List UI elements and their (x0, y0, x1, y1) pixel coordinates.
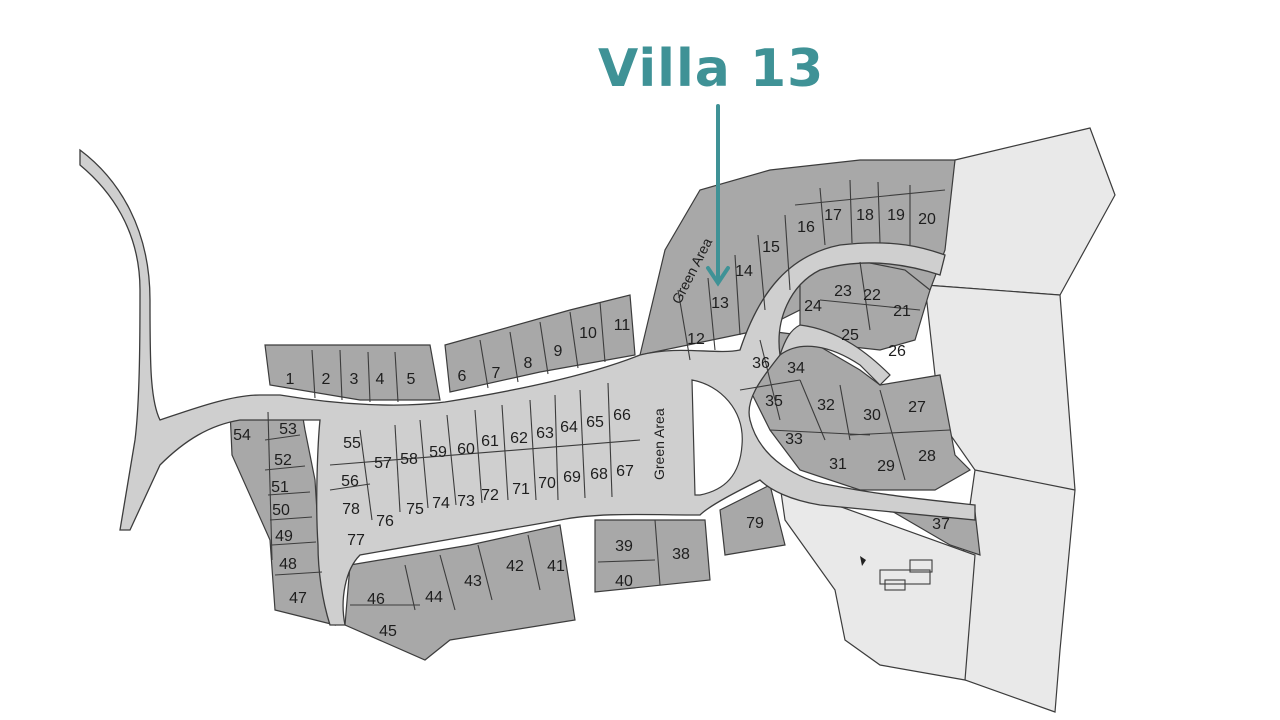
north-loop-road (778, 324, 891, 386)
main-road (79, 148, 976, 626)
plot-label-64: 64 (560, 419, 578, 436)
plot-dividers (264, 179, 951, 611)
plot-label-66: 66 (613, 407, 631, 424)
east-field (924, 127, 1116, 296)
plot-label-34: 34 (787, 360, 805, 377)
villa-building-icon (879, 559, 933, 591)
plot-label-71: 71 (512, 481, 530, 498)
plot-label-52: 52 (274, 452, 292, 469)
plot-label-5: 5 (407, 371, 416, 388)
plot-label-63: 63 (536, 425, 554, 442)
plot-label-70: 70 (538, 475, 556, 492)
plot-label-48: 48 (279, 556, 297, 573)
plot-label-16: 16 (797, 219, 815, 236)
plot-label-38: 38 (672, 546, 690, 563)
callout-arrow-icon (706, 104, 730, 287)
plot-label-46: 46 (367, 591, 385, 608)
plot-label-15: 15 (762, 239, 780, 256)
plot-label-6: 6 (458, 368, 467, 385)
plot-label-41: 41 (547, 558, 565, 575)
plot-label-14: 14 (735, 263, 753, 280)
green-area-label-central: Green Area (651, 408, 667, 480)
plot-label-54: 54 (233, 427, 251, 444)
plot-label-27: 27 (908, 399, 926, 416)
plot-label-26: 26 (888, 343, 906, 360)
plot-label-49: 49 (275, 528, 293, 545)
plot-label-75: 75 (406, 501, 424, 518)
plot-label-24: 24 (804, 298, 822, 315)
plot-79-block (719, 484, 786, 556)
plot-label-72: 72 (481, 487, 499, 504)
plot-label-9: 9 (554, 343, 563, 360)
south-field (779, 484, 976, 681)
plot-label-62: 62 (510, 430, 528, 447)
plot-label-69: 69 (563, 469, 581, 486)
plot-label-20: 20 (918, 211, 936, 228)
plot-label-77: 77 (347, 532, 365, 549)
plot-label-18: 18 (856, 207, 874, 224)
plot-label-3: 3 (350, 371, 359, 388)
villa-13-callout-title: Villa 13 (598, 39, 825, 99)
plot-label-36: 36 (752, 355, 770, 372)
plot-label-8: 8 (524, 355, 533, 372)
plot-label-59: 59 (429, 444, 447, 461)
plot-label-12: 12 (687, 331, 705, 348)
plot-label-67: 67 (616, 463, 634, 480)
plot-label-31: 31 (829, 456, 847, 473)
plot-label-51: 51 (271, 479, 289, 496)
south-pair (594, 519, 711, 593)
plot-label-78: 78 (342, 501, 360, 518)
plot-label-30: 30 (863, 407, 881, 424)
plot-label-58: 58 (400, 451, 418, 468)
plot-label-68: 68 (590, 466, 608, 483)
plot-label-56: 56 (341, 473, 359, 490)
plot-label-73: 73 (457, 493, 475, 510)
plot-label-25: 25 (841, 327, 859, 344)
plot-label-28: 28 (918, 448, 936, 465)
plot-label-42: 42 (506, 558, 524, 575)
north-row (264, 344, 441, 401)
plot-label-79: 79 (746, 515, 764, 532)
plot-label-44: 44 (425, 589, 443, 606)
plot-label-21: 21 (893, 303, 911, 320)
plot-label-7: 7 (492, 365, 501, 382)
plot-label-55: 55 (343, 435, 361, 452)
plot-label-45: 45 (379, 623, 397, 640)
plot-label-61: 61 (481, 433, 499, 450)
plot-label-60: 60 (457, 441, 475, 458)
plot-label-47: 47 (289, 590, 307, 607)
plot-label-22: 22 (863, 287, 881, 304)
north-row-right (444, 294, 636, 393)
plot-label-74: 74 (432, 495, 450, 512)
plot-label-17: 17 (824, 207, 842, 224)
plot-label-53: 53 (279, 421, 297, 438)
central-loop-island (691, 379, 743, 496)
plot-label-23: 23 (834, 283, 852, 300)
plot-label-13: 13 (711, 295, 729, 312)
plot-label-33: 33 (785, 431, 803, 448)
plot-label-35: 35 (765, 393, 783, 410)
location-marker-icon (860, 556, 866, 566)
plot-label-10: 10 (579, 325, 597, 342)
plot-label-1: 1 (286, 371, 295, 388)
plot-label-57: 57 (374, 455, 392, 472)
plot-label-11: 11 (614, 317, 631, 334)
plot-label-37: 37 (932, 516, 950, 533)
plot-label-4: 4 (376, 371, 385, 388)
plot-label-50: 50 (272, 502, 290, 519)
plot-label-2: 2 (322, 371, 331, 388)
plot-label-43: 43 (464, 573, 482, 590)
plot-label-65: 65 (586, 414, 604, 431)
plot-label-29: 29 (877, 458, 895, 475)
south-row (344, 524, 576, 661)
plot-label-40: 40 (615, 573, 633, 590)
plot-label-76: 76 (376, 513, 394, 530)
plot-label-19: 19 (887, 207, 905, 224)
plot-label-39: 39 (615, 538, 633, 555)
plot-label-32: 32 (817, 397, 835, 414)
